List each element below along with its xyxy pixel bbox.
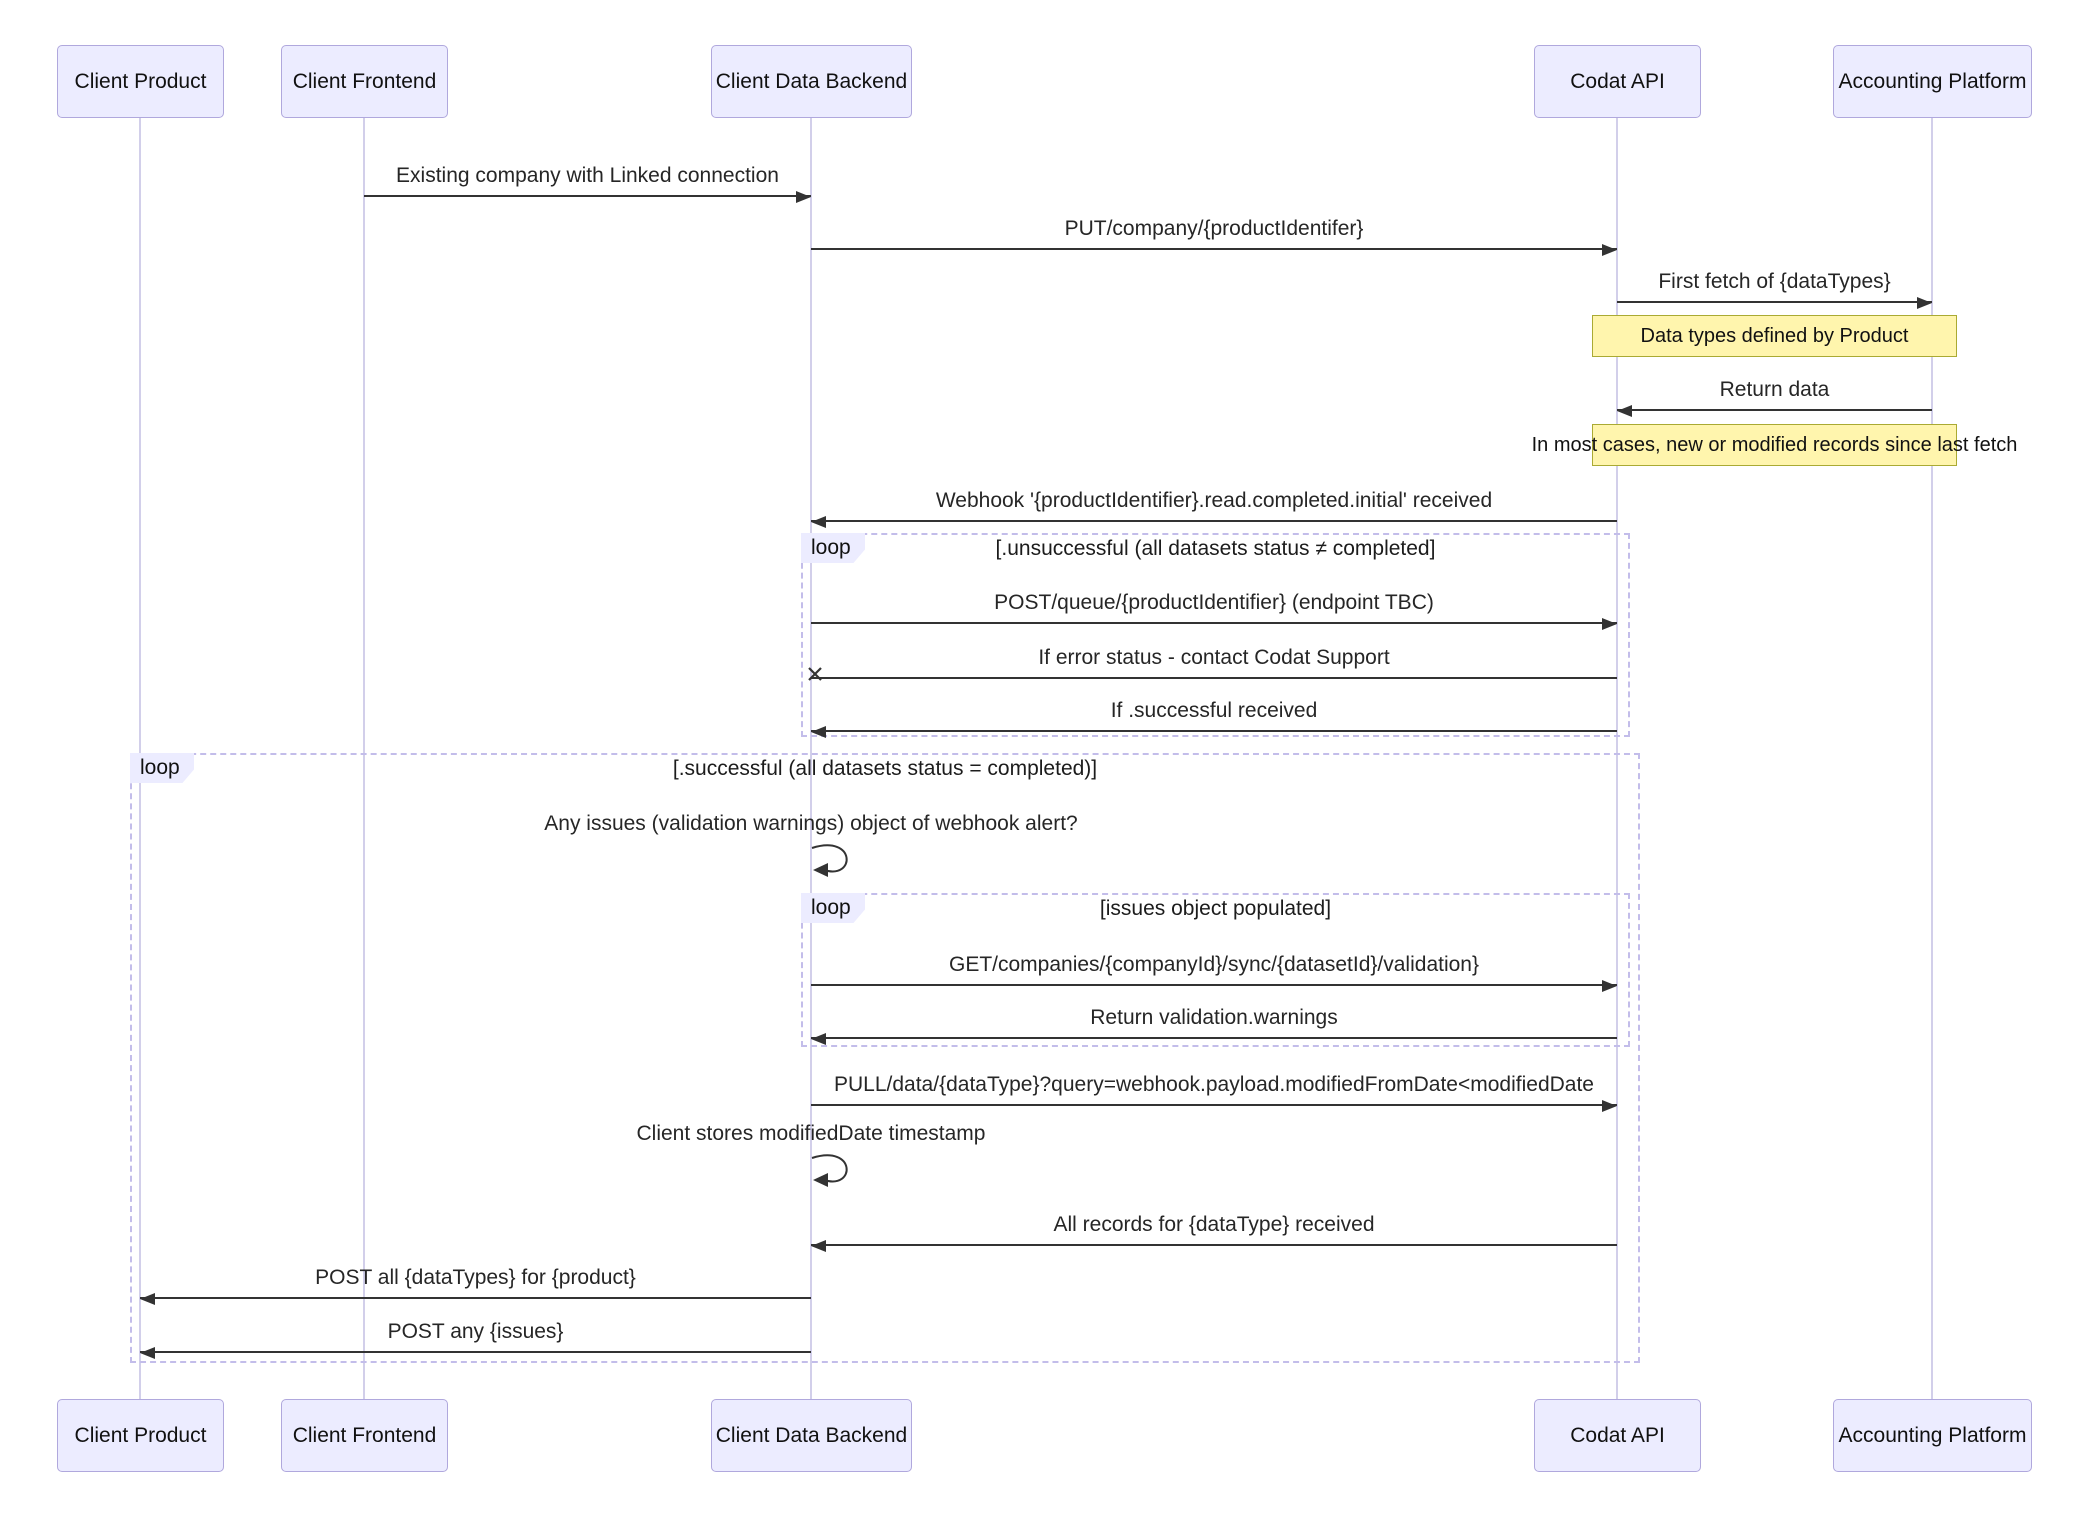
message-line [364, 195, 811, 197]
actor-accounting-platform-top: Accounting Platform [1833, 45, 2032, 118]
message-line [811, 248, 1617, 250]
message-line [811, 1244, 1617, 1246]
actor-client-product-bottom: Client Product [57, 1399, 224, 1472]
lifeline-client-data-backend [810, 118, 812, 1399]
message-successful-received-label: If .successful received [1110, 699, 1318, 722]
message-webhook-received-label: Webhook '{productIdentifier}.read.comple… [935, 489, 1493, 512]
message-first-fetch-label: First fetch of {dataTypes} [1658, 270, 1891, 293]
arrowhead-right-icon [1602, 244, 1617, 256]
arrowhead-right-icon [1602, 980, 1617, 992]
arrowhead-left-icon [140, 1347, 155, 1359]
message-post-any-issues: POST any {issues} [140, 1309, 811, 1359]
message-post-queue-label: POST/queue/{productIdentifier} (endpoint… [994, 591, 1434, 614]
loop-unsuccessful-condition: [.unsuccessful (all datasets status ≠ co… [995, 537, 1436, 560]
message-pull-data: PULL/data/{dataType}?query=webhook.paylo… [811, 1062, 1617, 1112]
self-loop-arrow-icon [811, 844, 848, 877]
message-pull-data-label: PULL/data/{dataType}?query=webhook.paylo… [834, 1073, 1594, 1096]
message-return-data-label: Return data [1719, 378, 1830, 401]
message-error-status-label: If error status - contact Codat Support [1038, 646, 1390, 669]
arrowhead-left-icon [811, 1033, 826, 1045]
message-return-warnings-label: Return validation.warnings [1090, 1006, 1338, 1029]
self-loop-arrow-icon [811, 1154, 848, 1187]
message-all-records-label: All records for {dataType} received [1053, 1213, 1375, 1236]
message-line [811, 1104, 1617, 1106]
message-stores-timestamp-label: Client stores modifiedDate timestamp [636, 1122, 986, 1145]
arrowhead-left-icon [811, 516, 826, 528]
note-data-types: Data types defined by Product [1592, 315, 1957, 357]
lifeline-client-frontend [363, 118, 365, 1399]
actor-codat-api-top: Codat API [1534, 45, 1701, 118]
message-line [811, 622, 1617, 624]
cross-arrowhead-icon [806, 665, 824, 688]
message-first-fetch: First fetch of {dataTypes} [1617, 259, 1932, 309]
message-line [811, 677, 1617, 679]
message-return-data: Return data [1617, 367, 1932, 417]
message-line [811, 520, 1617, 522]
loop-successful-frame: loop [.successful (all datasets status =… [130, 753, 1640, 1363]
arrowhead-left-icon [1617, 405, 1632, 417]
message-error-status: If error status - contact Codat Support [808, 635, 1617, 681]
message-put-company-label: PUT/company/{productIdentifer} [1064, 217, 1364, 240]
actor-client-frontend-bottom: Client Frontend [281, 1399, 448, 1472]
loop-unsuccessful-frame: loop [.unsuccessful (all datasets status… [801, 533, 1630, 737]
arrowhead-right-icon [1917, 297, 1932, 309]
loop-successful-label: loop [130, 753, 194, 783]
message-line [140, 1351, 811, 1353]
message-post-all-datatypes-label: POST all {dataTypes} for {product} [315, 1266, 636, 1289]
message-get-validation-label: GET/companies/{companyId}/sync/{datasetI… [949, 953, 1479, 976]
message-line [1617, 301, 1932, 303]
arrowhead-right-icon [1602, 618, 1617, 630]
arrowhead-left-icon [811, 1240, 826, 1252]
actor-client-data-backend-bottom: Client Data Backend [711, 1399, 912, 1472]
message-line [811, 730, 1617, 732]
loop-unsuccessful-label: loop [801, 533, 865, 563]
lifeline-codat-api [1616, 118, 1618, 1399]
arrowhead-left-icon [811, 726, 826, 738]
message-any-issues-label: Any issues (validation warnings) object … [544, 812, 1078, 835]
message-put-company: PUT/company/{productIdentifer} [811, 206, 1617, 256]
lifeline-accounting-platform [1931, 118, 1933, 1399]
arrowhead-left-icon [140, 1293, 155, 1305]
actor-client-product-top: Client Product [57, 45, 224, 118]
message-existing-company-label: Existing company with Linked connection [396, 164, 779, 187]
arrowhead-right-icon [1602, 1100, 1617, 1112]
message-line [1617, 409, 1932, 411]
message-existing-company: Existing company with Linked connection [364, 153, 811, 203]
message-all-records: All records for {dataType} received [811, 1202, 1617, 1252]
message-get-validation: GET/companies/{companyId}/sync/{datasetI… [811, 942, 1617, 992]
loop-issues-label: loop [801, 893, 865, 923]
arrowhead-right-icon [796, 191, 811, 203]
actor-client-data-backend-top: Client Data Backend [711, 45, 912, 118]
message-line [140, 1297, 811, 1299]
note-most-cases: In most cases, new or modified records s… [1532, 424, 2017, 466]
message-return-warnings: Return validation.warnings [811, 995, 1617, 1045]
actor-codat-api-bottom: Codat API [1534, 1399, 1701, 1472]
actor-accounting-platform-bottom: Accounting Platform [1833, 1399, 2032, 1472]
message-line [811, 984, 1617, 986]
message-post-queue: POST/queue/{productIdentifier} (endpoint… [811, 580, 1617, 630]
loop-issues-frame: loop [issues object populated] [801, 893, 1630, 1047]
message-webhook-received: Webhook '{productIdentifier}.read.comple… [811, 478, 1617, 528]
message-post-any-issues-label: POST any {issues} [387, 1320, 564, 1343]
message-line [811, 1037, 1617, 1039]
actor-client-frontend-top: Client Frontend [281, 45, 448, 118]
loop-issues-condition: [issues object populated] [1099, 897, 1332, 920]
message-successful-received: If .successful received [811, 688, 1617, 738]
message-post-all-datatypes: POST all {dataTypes} for {product} [140, 1255, 811, 1305]
loop-successful-condition: [.successful (all datasets status = comp… [672, 757, 1098, 780]
